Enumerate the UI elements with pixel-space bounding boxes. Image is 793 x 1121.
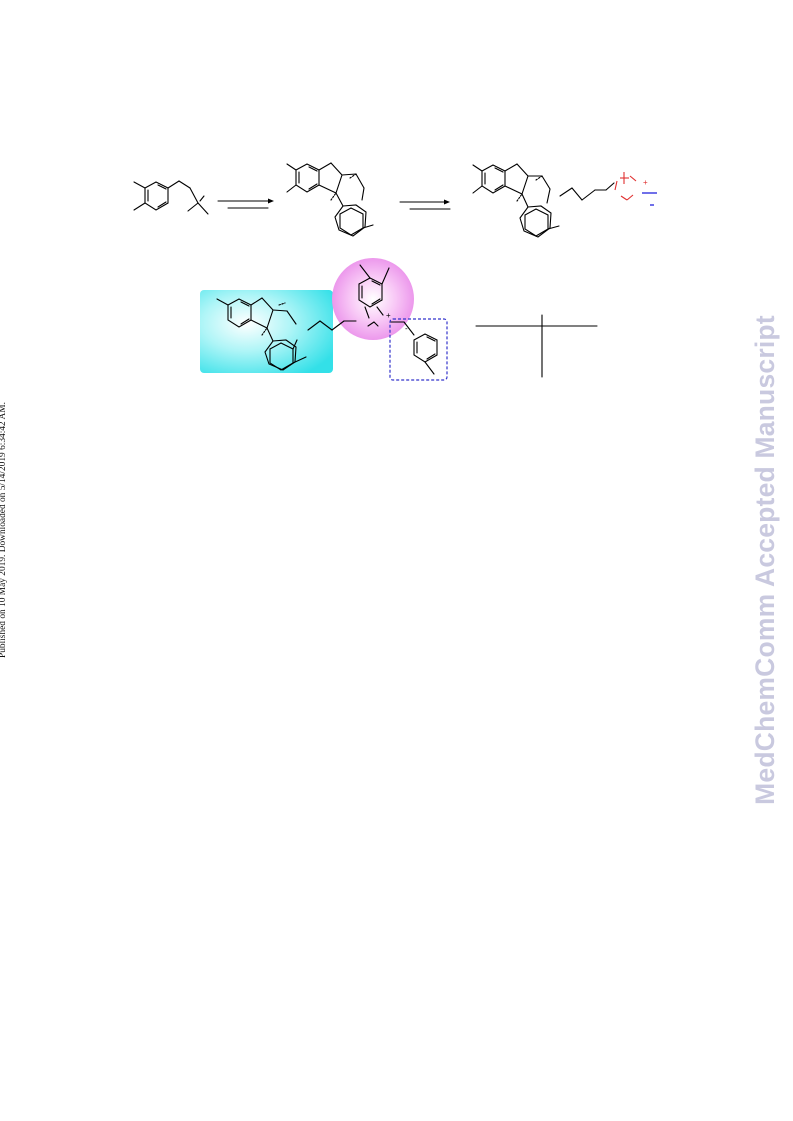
linker-and-cation-structure — [307, 264, 390, 331]
product-plus-charge: + — [643, 178, 648, 187]
product-structure — [472, 163, 657, 238]
hydrophobic-core-structure — [216, 297, 307, 371]
cyan-highlight-box — [200, 290, 333, 373]
pink-highlight-circle — [332, 258, 414, 340]
reaction-arrow-1 — [217, 198, 274, 209]
aryl-substituent-structure — [390, 321, 438, 375]
reaction-arrow-2 — [399, 199, 451, 210]
dashed-selection-box — [389, 318, 448, 381]
intermediate-structure — [286, 162, 374, 237]
starting-material-structure — [133, 180, 209, 215]
cross-lines — [475, 314, 598, 378]
aryl-minus-charge: - — [405, 324, 408, 333]
cation-plus-charge: + — [386, 311, 391, 320]
